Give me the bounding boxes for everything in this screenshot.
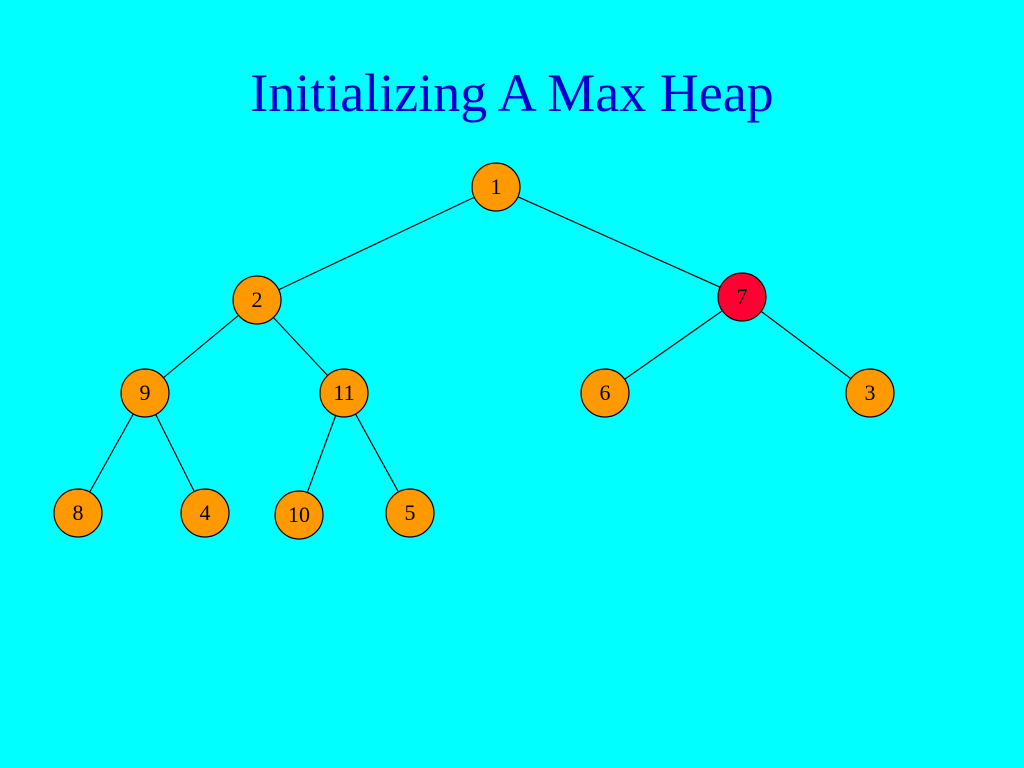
heap-node-6: 6 (580, 368, 630, 418)
edge-n11-n10 (306, 415, 337, 493)
edge-n1-n7 (517, 196, 721, 288)
heap-node-8: 8 (53, 488, 103, 538)
node-label: 8 (73, 500, 84, 525)
heap-node-3: 3 (845, 368, 895, 418)
heap-node-4: 4 (180, 488, 230, 538)
node-circle (274, 490, 324, 540)
nodes-layer: 1 2 7 9 11 6 3 8 4 10 5 (53, 162, 895, 540)
node-circle (580, 368, 630, 418)
node-circle (53, 488, 103, 538)
slide-title: Initializing A Max Heap (250, 63, 774, 123)
node-circle (319, 368, 369, 418)
node-label: 2 (252, 287, 263, 312)
node-label: 7 (737, 284, 748, 309)
heap-node-2: 2 (232, 275, 282, 325)
node-label: 11 (333, 380, 354, 405)
edge-n7-n6 (624, 310, 723, 380)
node-circle (385, 488, 435, 538)
heap-node-11: 11 (319, 368, 369, 418)
edge-n1-n2 (278, 196, 475, 291)
node-label: 4 (200, 500, 211, 525)
node-circle (845, 368, 895, 418)
edge-n9-n8 (89, 413, 134, 493)
node-label: 6 (600, 380, 611, 405)
node-circle (471, 162, 521, 212)
edges-layer (89, 196, 852, 493)
node-label: 9 (140, 380, 151, 405)
heap-node-9: 9 (120, 368, 170, 418)
heap-node-5: 5 (385, 488, 435, 538)
edge-n11-n5 (355, 413, 399, 493)
node-circle (120, 368, 170, 418)
node-label: 10 (288, 502, 310, 527)
edge-n7-n3 (760, 310, 852, 380)
heap-node-7: 7 (717, 272, 767, 322)
heap-node-10: 10 (274, 490, 324, 540)
node-label: 5 (405, 500, 416, 525)
edge-n9-n4 (155, 414, 195, 492)
heap-node-1: 1 (471, 162, 521, 212)
node-label: 3 (865, 380, 876, 405)
edge-n2-n9 (163, 314, 239, 379)
node-circle (717, 272, 767, 322)
edge-n2-n11 (272, 317, 329, 376)
node-circle (180, 488, 230, 538)
node-circle (232, 275, 282, 325)
node-label: 1 (491, 174, 502, 199)
